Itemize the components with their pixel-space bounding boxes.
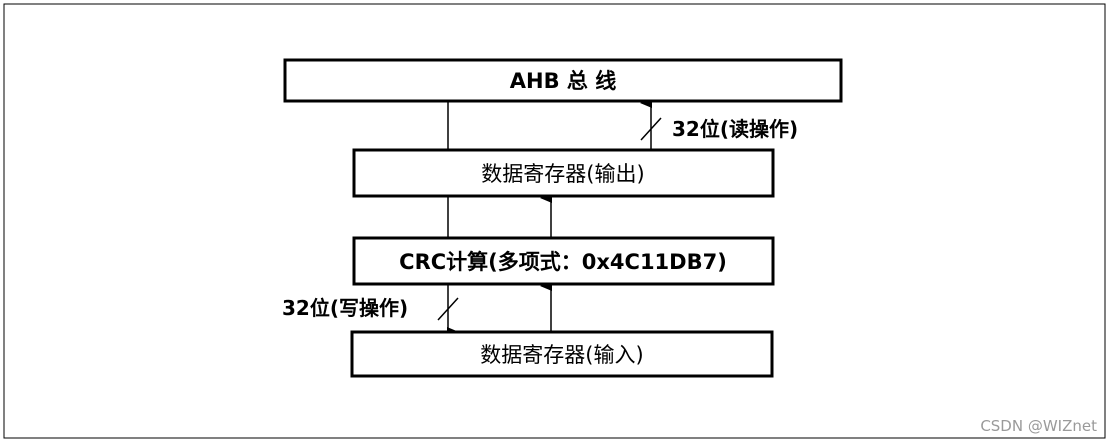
- read-width-annotation: 32位(读操作): [672, 117, 798, 141]
- data-register-output-box: [352, 148, 775, 198]
- diagram-frame: [3, 3, 1106, 439]
- write-width-annotation: 32位(写操作): [282, 296, 408, 320]
- ahb-bus-box: [283, 58, 843, 103]
- ahb-bus-label: AHB 总 线: [510, 69, 616, 93]
- crc-calculation-label: CRC计算(多项式：0x4C11DB7): [399, 250, 727, 274]
- data-register-input-box: [350, 330, 774, 378]
- write-width-slash: [437, 297, 459, 321]
- data-register-output-label: 数据寄存器(输出): [481, 162, 644, 186]
- data-register-input-label: 数据寄存器(输入): [480, 343, 643, 367]
- watermark-text: CSDN @WIZnet: [980, 417, 1097, 435]
- crc-calculation-box: [352, 236, 775, 286]
- read-width-slash: [640, 117, 662, 141]
